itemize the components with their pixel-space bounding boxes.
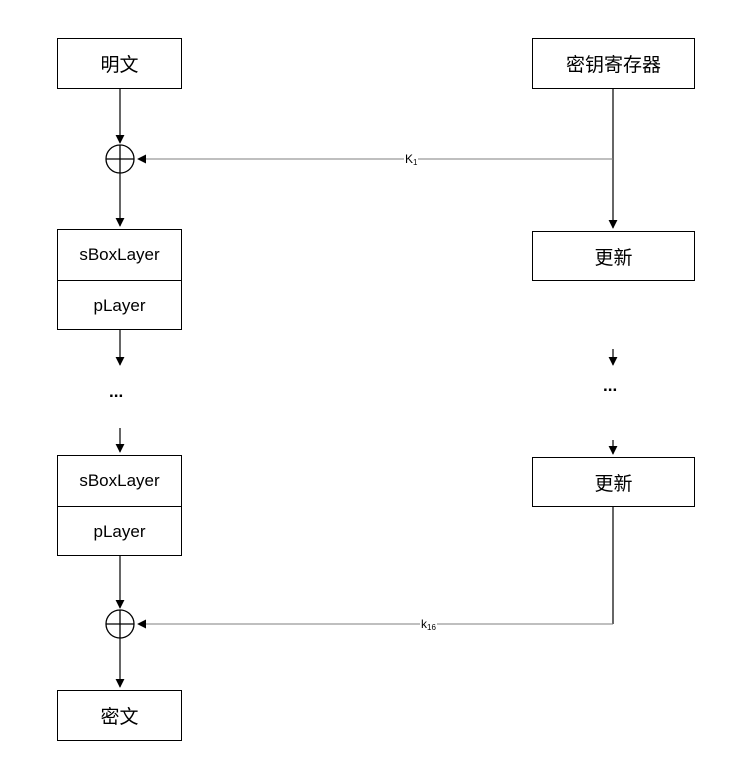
update2-box: 更新 <box>532 457 695 507</box>
k1-base: K <box>405 152 414 166</box>
plaintext-label: 明文 <box>100 54 139 76</box>
round-key-k1-label: K1 <box>404 152 419 169</box>
k1-sub: 1 <box>413 158 418 167</box>
k16-base: k <box>421 617 427 631</box>
update1-label: 更新 <box>594 246 633 269</box>
ciphertext-label: 密文 <box>100 706 139 728</box>
update1-box: 更新 <box>532 231 695 281</box>
ciphertext-box: 密文 <box>57 690 182 741</box>
key-register-box: 密钥寄存器 <box>532 38 695 89</box>
round-last-sbox-layer: sBoxLayer <box>58 456 181 507</box>
round-last-sbox-label: sBoxLayer <box>79 471 160 490</box>
round-key-k16-label: k16 <box>420 618 437 634</box>
update2-label: 更新 <box>594 472 633 495</box>
round-last-box: sBoxLayer pLayer <box>57 455 182 556</box>
round1-player-label: pLayer <box>93 295 146 315</box>
k16-sub: 16 <box>427 623 436 632</box>
xor2-circle-plus-icon <box>105 609 135 639</box>
left-ellipsis: ... <box>109 382 124 401</box>
round1-box: sBoxLayer pLayer <box>57 229 182 330</box>
round1-sbox-layer: sBoxLayer <box>58 230 181 281</box>
plaintext-box: 明文 <box>57 38 182 89</box>
round-last-player-label: pLayer <box>93 521 146 541</box>
right-ellipsis: ... <box>603 376 618 395</box>
xor1-circle-plus-icon <box>105 144 135 174</box>
round1-p-layer: pLayer <box>58 281 181 330</box>
round-last-p-layer: pLayer <box>58 507 181 556</box>
key-register-label: 密钥寄存器 <box>565 54 661 76</box>
round1-sbox-label: sBoxLayer <box>79 245 160 264</box>
